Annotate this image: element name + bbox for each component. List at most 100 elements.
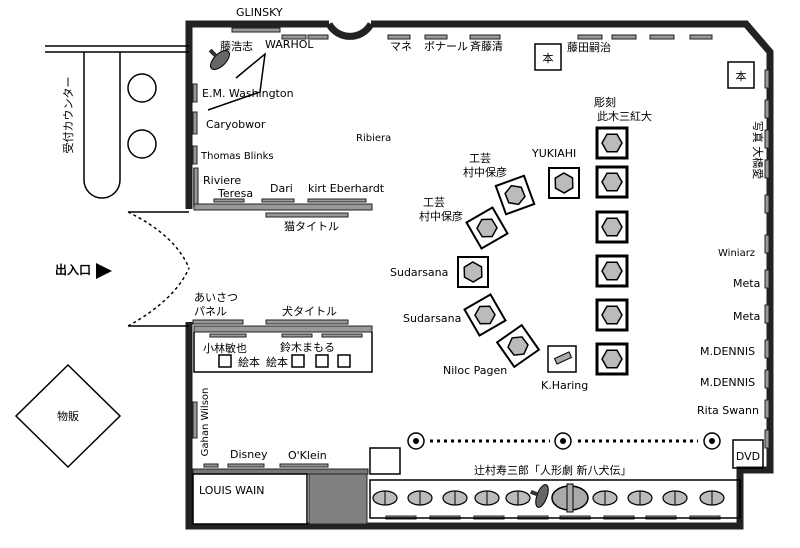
doll-icon	[505, 490, 531, 506]
shop-label: 物販	[57, 409, 79, 423]
fujita-label: 藤田嗣治	[567, 40, 611, 54]
caryobwor-panel	[192, 111, 198, 135]
fujita-panel	[577, 34, 603, 40]
entrance[interactable]: 出入口	[55, 211, 190, 327]
niloc-pagen-label: Niloc Pagen	[443, 364, 507, 377]
reception-counter: 受付カウンター	[45, 45, 189, 199]
arc-exhibit-3	[465, 206, 509, 250]
pedestal-1	[595, 126, 629, 160]
em-washington-label: E.M. Washington	[202, 87, 294, 100]
pedestal-4	[595, 254, 629, 288]
book-box-1	[534, 43, 562, 71]
dvd-label: DVD	[736, 450, 760, 463]
exhibits	[385, 126, 721, 520]
louis-wain-label: LOUIS WAIN	[199, 484, 264, 497]
doll-display-case	[369, 479, 741, 519]
cat-panel-1	[213, 198, 245, 203]
photo-label: 写真 大橋愛	[751, 121, 765, 180]
pedestal-5	[595, 298, 629, 332]
target-icon	[703, 432, 721, 450]
wall-panel-top-3	[649, 34, 675, 40]
dog-room-box	[193, 325, 373, 373]
wall-panel-top-1	[307, 34, 329, 40]
pedestal-6	[595, 342, 629, 376]
arc-exhibit-5	[463, 293, 507, 337]
right-panel-9	[764, 339, 770, 359]
arc-exhibit-6	[495, 323, 541, 369]
doll-icon	[592, 490, 618, 506]
k-haring-piece	[553, 351, 573, 365]
greeting-panel-label-1: あいさつ	[194, 291, 238, 304]
sudarsana-label-1: Sudarsana	[390, 266, 448, 279]
right-panel-11	[764, 399, 770, 419]
oklein-label: O'Klein	[288, 449, 327, 462]
picture-book-box-4	[337, 354, 351, 368]
cat-title-panel	[265, 212, 349, 218]
disney-label: Disney	[230, 448, 268, 461]
sculpture-label-2: 此木三紅大	[597, 109, 652, 123]
wall-panel-top-4	[689, 34, 713, 40]
warhol-panel	[281, 34, 307, 40]
right-panel-10	[764, 369, 770, 389]
right-panel-7	[764, 269, 770, 289]
pedestal-3	[595, 210, 629, 244]
bottom-panel-1	[203, 463, 219, 468]
bonnard-label: ボナール	[424, 40, 468, 53]
right-wall-panels	[764, 69, 770, 449]
right-panel-5	[764, 194, 770, 214]
sculpture-label-1: 彫刻	[594, 95, 616, 109]
target-icon	[554, 432, 572, 450]
bonnard-panel	[424, 34, 448, 40]
arc-exhibit-1	[548, 167, 580, 199]
tsujimura-label: 辻村寿三郎「人形劇 新八犬伝」	[474, 463, 632, 477]
manet-label: マネ	[390, 40, 412, 53]
picture-book-label-2: 絵本	[266, 355, 288, 369]
shaded-block	[308, 473, 368, 525]
louis-wain-area	[192, 473, 308, 525]
cat-room-box	[193, 167, 373, 211]
right-panel-2	[764, 99, 770, 119]
cat-panel-2	[261, 198, 295, 203]
dvd-box	[732, 439, 764, 469]
doll-icon	[699, 490, 725, 506]
em-washington-panel	[192, 83, 198, 103]
craft-label-1b: 村中保彦	[463, 165, 507, 179]
target-icon	[407, 432, 425, 450]
glinsky-panel	[231, 27, 281, 33]
dari-label: Dari	[270, 182, 293, 195]
meta-label-2: Meta	[733, 310, 760, 323]
dog-panel-3	[321, 333, 363, 338]
doll-row	[372, 490, 725, 506]
doll-icon	[407, 490, 433, 506]
arrow-right-icon	[96, 263, 112, 279]
kirt-eberhardt-label: kirt Eberhardt	[308, 182, 385, 195]
spotlight-icon	[530, 484, 549, 508]
teresa-label: Teresa	[217, 187, 253, 200]
winiarz-label: Winiarz	[718, 248, 755, 259]
book-box-2	[727, 61, 755, 89]
right-panel-3	[764, 129, 770, 149]
riviere-label: Riviere	[203, 174, 241, 187]
gahan-wilson-panel	[192, 401, 198, 439]
yukiahi-label: YUKIAHI	[531, 147, 576, 160]
gahan-wilson-label: Gahan Wilson	[200, 388, 211, 457]
outer-walls	[185, 20, 774, 530]
arc-exhibit-4	[457, 256, 489, 288]
right-panel-6	[764, 234, 770, 254]
book-label-1: 本	[543, 51, 554, 65]
doll-icon	[442, 490, 468, 506]
mdennis-label-2: M.DENNIS	[700, 376, 755, 389]
disney-panel	[227, 463, 265, 468]
pedestal-2	[595, 165, 629, 199]
fujiwara-installation	[207, 52, 266, 111]
arc-exhibit-2	[494, 174, 536, 216]
thomas-blinks-label: Thomas Blinks	[200, 151, 274, 162]
cat-panel-3	[307, 198, 367, 203]
spotlight-icon	[208, 48, 230, 70]
k-haring-label: K.Haring	[541, 379, 588, 392]
rita-swann-label: Rita Swann	[697, 404, 759, 417]
book-label-2: 本	[736, 69, 747, 83]
doll-icon	[627, 490, 653, 506]
right-panel-8	[764, 304, 770, 324]
